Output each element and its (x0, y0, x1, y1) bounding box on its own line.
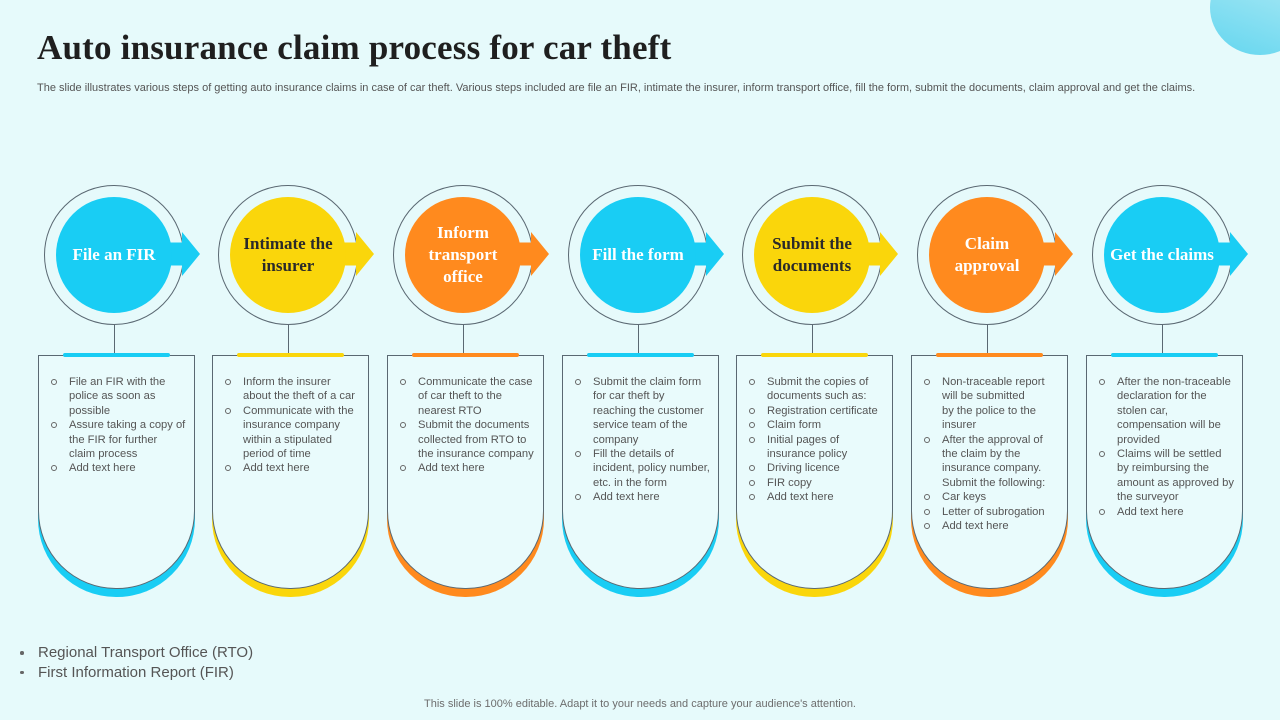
step-bullet-list: Communicate the case of car theft to the… (388, 356, 543, 476)
step-bullet-list: After the non-traceable declaration for … (1087, 356, 1242, 519)
step-card: Submit the copies of documents such as:R… (736, 355, 893, 589)
step-bullet-item: Driving licence (747, 461, 884, 475)
step-bullet-item: Inform the insurer about the theft of a … (223, 375, 360, 404)
step-bullet-item: After the non-traceable declaration for … (1097, 375, 1234, 447)
step-bullet-item: Add text here (922, 519, 1059, 533)
step-bullet-item: Car keys (922, 490, 1059, 504)
step-title: Claim approval (954, 234, 1020, 275)
step-title: Submit the documents (772, 234, 852, 275)
step-bullet-item: Add text here (398, 461, 535, 475)
step-bullet-item: After the approval of the claim by the i… (922, 433, 1059, 491)
step-bullet-item: Communicate with the insurance company w… (223, 404, 360, 462)
footnote-item: Regional Transport Office (RTO) (18, 643, 253, 663)
step-bullet-item: by the police to the insurer (942, 404, 1036, 432)
connector-line (812, 325, 813, 355)
step-circle: File an FIR (56, 197, 172, 313)
step-bullet-item: Communicate the case of car theft to the… (398, 375, 535, 418)
card-top-accent (412, 353, 519, 357)
footnote-item: First Information Report (FIR) (18, 663, 253, 683)
page-subtitle: The slide illustrates various steps of g… (37, 82, 1196, 94)
step-title: File an FIR (72, 245, 156, 264)
card-top-accent (1111, 353, 1218, 357)
page-title: Auto insurance claim process for car the… (37, 28, 672, 67)
step-bullet-list: Submit the claim form for car theft by r… (563, 356, 718, 505)
step-title: Intimate the insurer (243, 234, 333, 275)
step-bullet-item: File an FIR with the police as soon as p… (49, 375, 186, 418)
step-bullet-list: Inform the insurer about the theft of a … (213, 356, 368, 476)
step-bullet-item: Add text here (747, 490, 884, 504)
connector-line (987, 325, 988, 355)
step-bullet-item: Submit the copies of documents such as: (747, 375, 884, 404)
card-top-accent (237, 353, 344, 357)
step-circle: Submit the documents (754, 197, 870, 313)
step-card: File an FIR with the police as soon as p… (38, 355, 195, 589)
card-top-accent (761, 353, 868, 357)
connector-line (638, 325, 639, 355)
step-bullet-item: Initial pages of insurance policy (747, 433, 884, 462)
step-bullet-item: Fill the details of incident, policy num… (573, 447, 710, 490)
step-card: Submit the claim form for car theft by r… (562, 355, 719, 589)
step-bullet-item: Non-traceable report will be submitted (922, 375, 1059, 404)
step-card: After the non-traceable declaration for … (1086, 355, 1243, 589)
step-bullet-item: Submit the claim form for car theft by r… (573, 375, 710, 447)
step-card: Communicate the case of car theft to the… (387, 355, 544, 589)
footnotes-list: Regional Transport Office (RTO) First In… (18, 643, 253, 682)
step-bullet-item: Registration certificate (747, 404, 884, 418)
step-circle: Fill the form (580, 197, 696, 313)
step-bullet-item: Claim form (747, 418, 884, 432)
step-bullet-item: Assure taking a copy of the FIR for furt… (49, 418, 186, 461)
footer-note: This slide is 100% editable. Adapt it to… (424, 698, 856, 710)
step-bullet-item: Add text here (223, 461, 360, 475)
step-bullet-item: Claims will be settled by reimbursing th… (1097, 447, 1234, 505)
step-bullet-item: Add text here (49, 461, 186, 475)
step-circle: Claim approval (929, 197, 1045, 313)
connector-line (288, 325, 289, 355)
step-title: Get the claims (1110, 245, 1214, 264)
step-circle: Get the claims (1104, 197, 1220, 313)
step-bullet-item: Letter of subrogation (922, 505, 1059, 519)
corner-decoration (1210, 0, 1280, 55)
step-bullet-item: FIR copy (747, 476, 884, 490)
step-bullet-item: Add text here (573, 490, 710, 504)
connector-line (114, 325, 115, 355)
step-bullet-list: Submit the copies of documents such as:R… (737, 356, 892, 505)
step-bullet-item: Add text here (1097, 505, 1234, 519)
card-top-accent (936, 353, 1043, 357)
connector-line (1162, 325, 1163, 355)
step-title: Inform transport office (428, 223, 498, 286)
card-top-accent (63, 353, 170, 357)
step-card: Inform the insurer about the theft of a … (212, 355, 369, 589)
step-bullet-list: File an FIR with the police as soon as p… (39, 356, 194, 476)
step-title: Fill the form (592, 245, 684, 264)
connector-line (463, 325, 464, 355)
card-top-accent (587, 353, 694, 357)
process-step: File an FIR File an FIR with the police a… (38, 185, 213, 597)
step-bullet-item: Submit the documents collected from RTO … (398, 418, 535, 461)
step-circle: Inform transport office (405, 197, 521, 313)
step-circle: Intimate the insurer (230, 197, 346, 313)
